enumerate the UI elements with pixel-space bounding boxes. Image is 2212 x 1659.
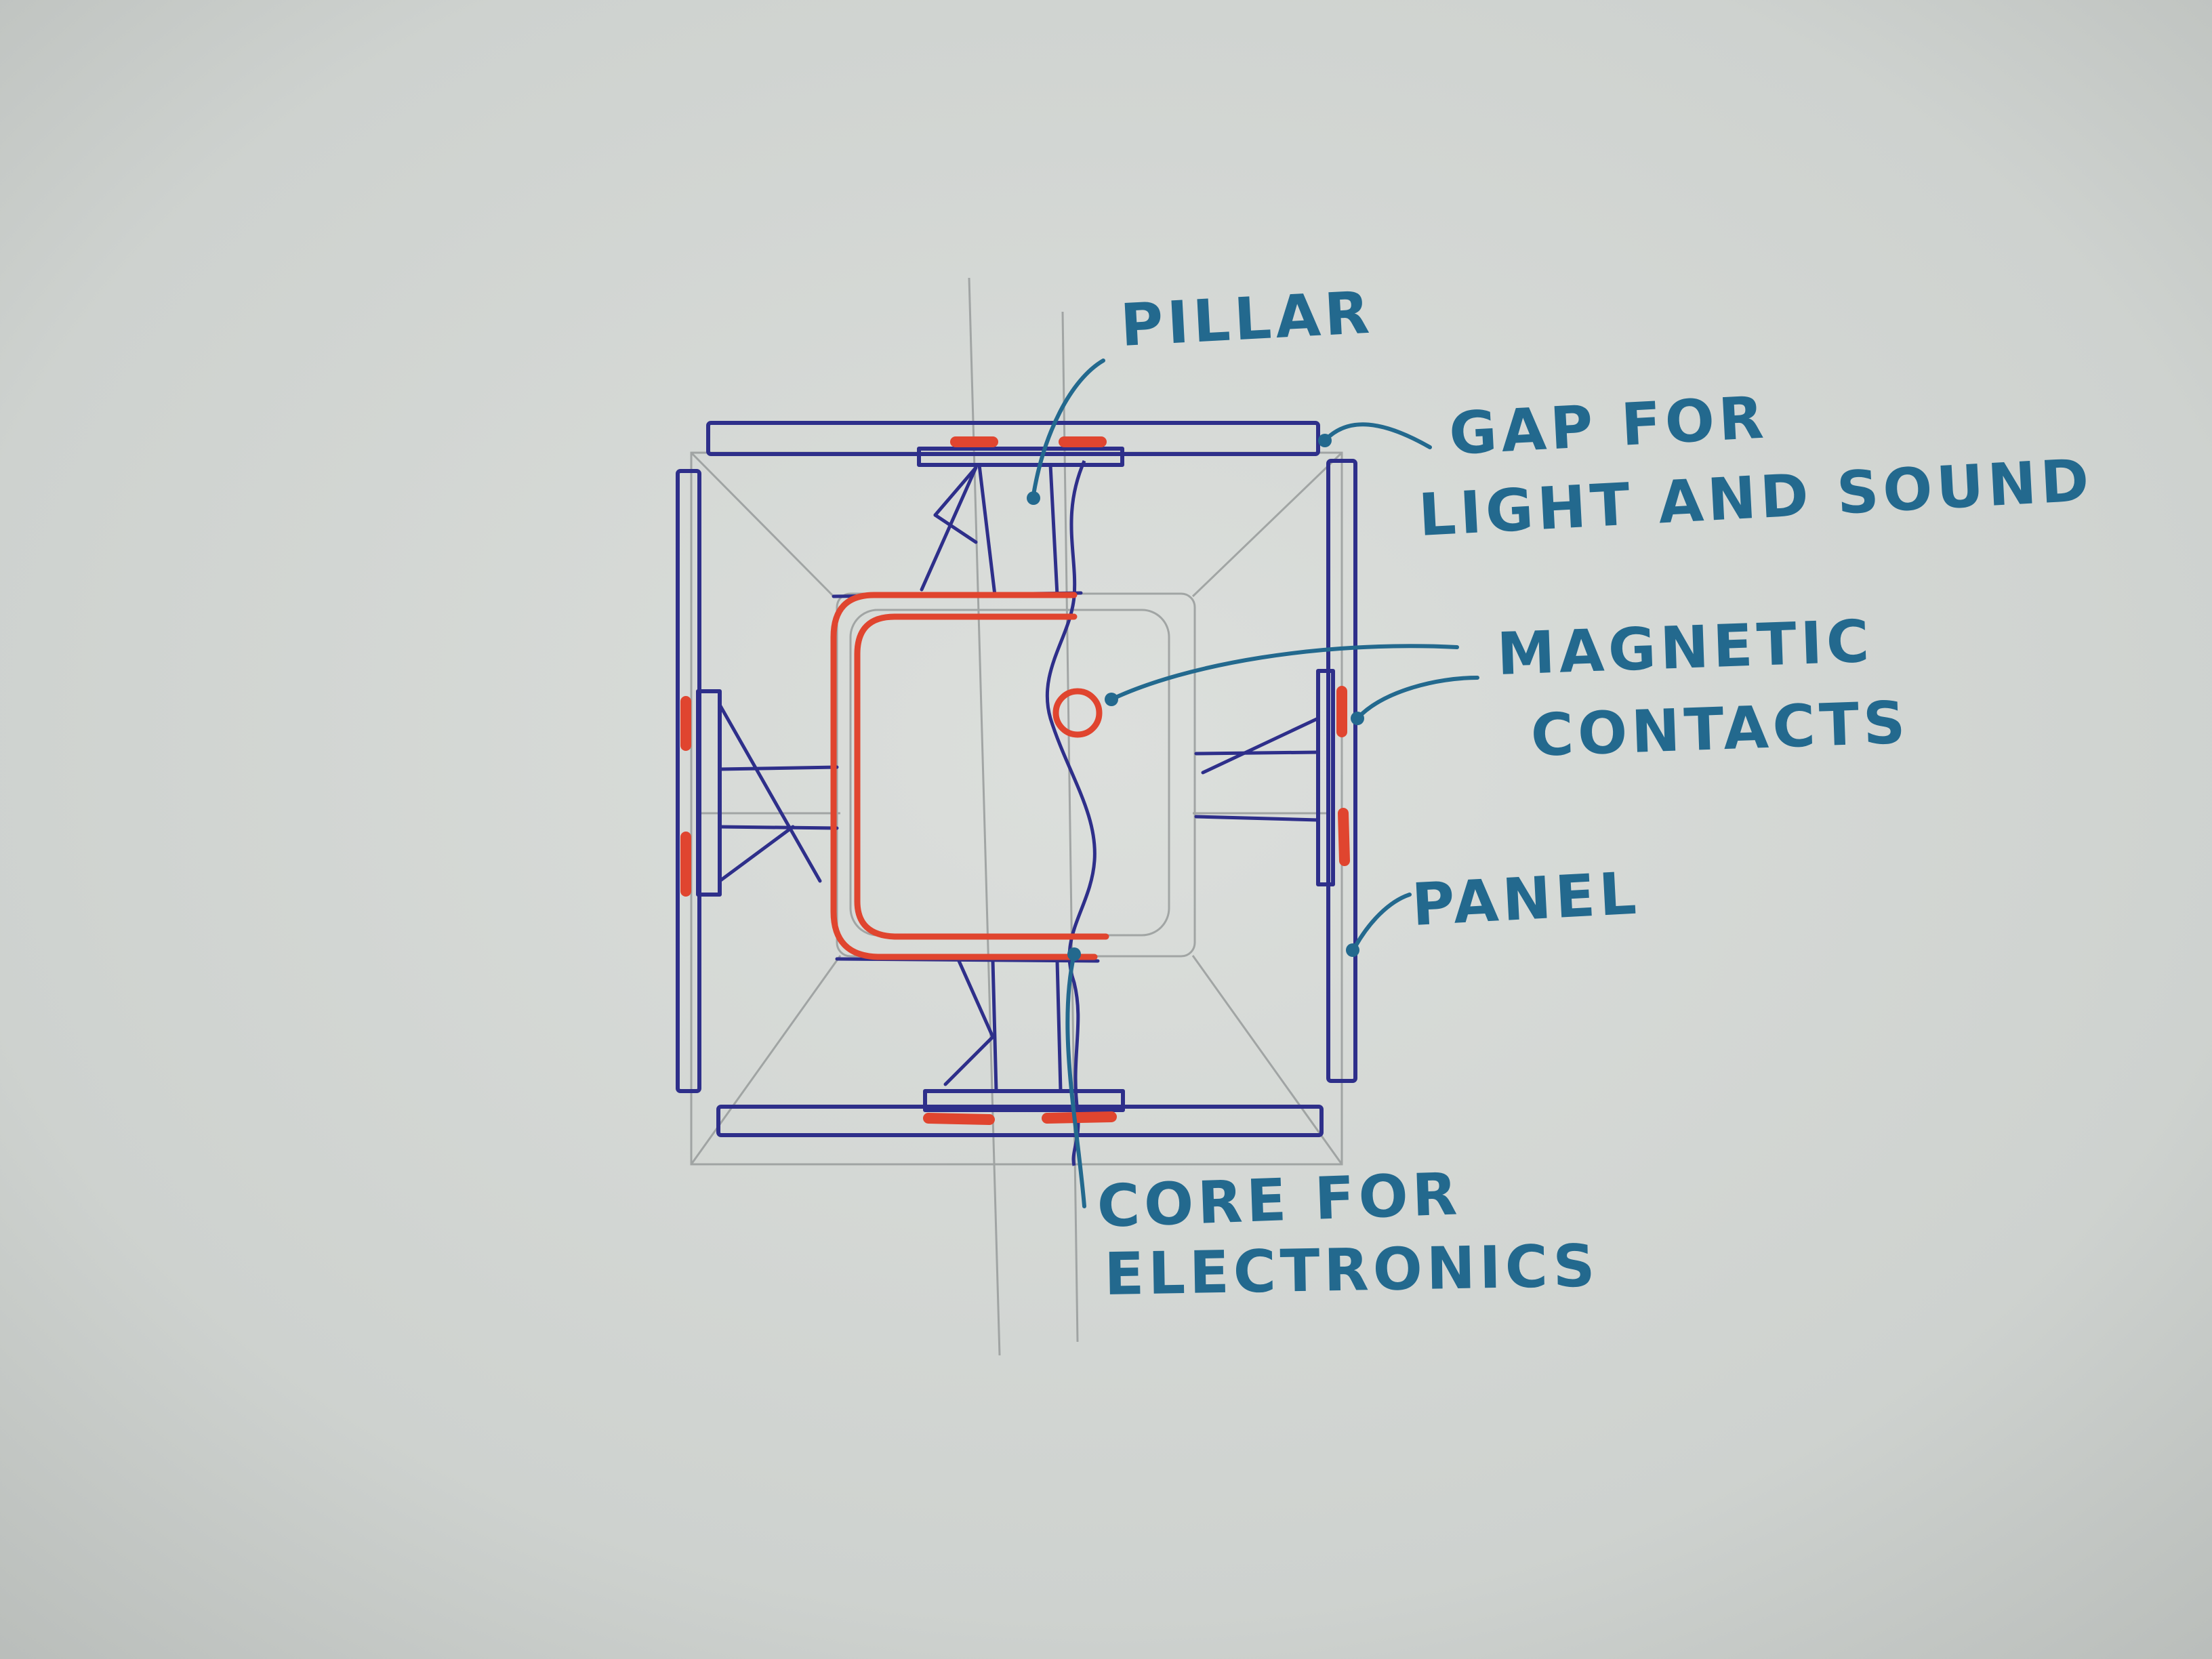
label-magnetic-line1: MAGNETIC [1496, 608, 1874, 689]
label-panel: PANEL [1410, 859, 1642, 939]
label-magnetic-line2: CONTACTS [1530, 689, 1910, 770]
label-pillar: PILLAR [1119, 279, 1375, 360]
label-core-line2: ELECTRONICS [1104, 1232, 1600, 1309]
label-core-line1: CORE FOR [1096, 1160, 1462, 1241]
